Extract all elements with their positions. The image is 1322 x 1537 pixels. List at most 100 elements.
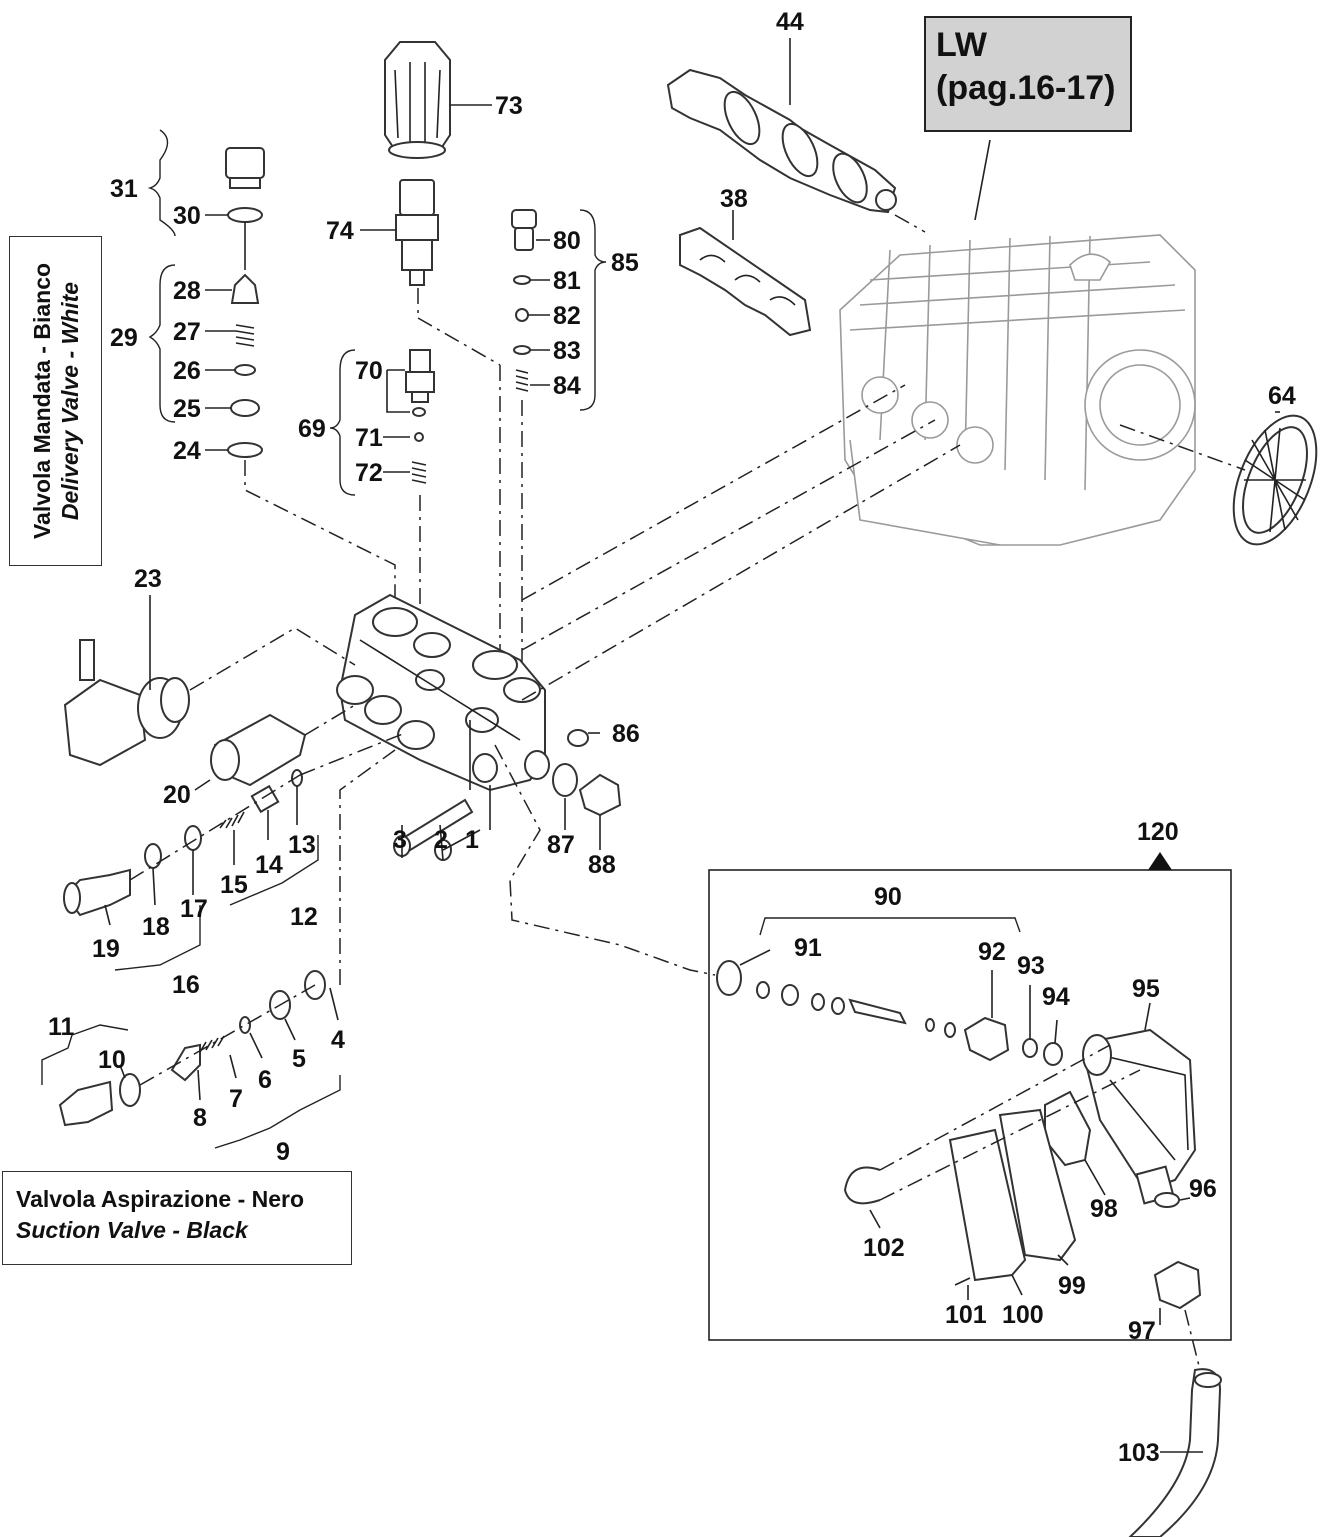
label-part-16: 16 <box>172 971 200 999</box>
washer-96 <box>1154 1192 1180 1208</box>
label-part-23: 23 <box>134 565 162 593</box>
bypass-housing-95 <box>1082 1028 1197 1205</box>
suction-valve-legend: Valvola Aspirazione - Nero Suction Valve… <box>2 1171 352 1265</box>
label-part-84: 84 <box>553 372 581 400</box>
label-part-31: 31 <box>110 175 138 203</box>
label-part-8: 8 <box>193 1104 207 1132</box>
label-part-15: 15 <box>220 871 248 899</box>
label-part-80: 80 <box>553 227 581 255</box>
o-ring-91 <box>716 960 742 996</box>
washer-1 <box>472 753 498 783</box>
rear-cover-part <box>1232 414 1318 546</box>
crankshaft-part <box>666 68 897 214</box>
label-part-26: 26 <box>173 357 201 385</box>
suction-valve-italian: Valvola Aspirazione - Nero <box>16 1186 305 1212</box>
fitting-20-part <box>210 713 307 787</box>
label-part-86: 86 <box>612 720 640 748</box>
regulator-valve-part <box>395 179 439 286</box>
o-ring-17 <box>184 825 202 851</box>
label-part-17: 17 <box>180 895 208 923</box>
handle-part <box>679 226 812 337</box>
label-part-5: 5 <box>292 1045 306 1073</box>
label-part-91: 91 <box>794 934 822 962</box>
label-part-81: 81 <box>553 267 581 295</box>
label-part-69: 69 <box>298 415 326 443</box>
label-part-24: 24 <box>173 437 201 465</box>
o-ring-18 <box>144 843 162 869</box>
label-part-25: 25 <box>173 395 201 423</box>
gasket-99 <box>998 1108 1077 1262</box>
label-part-95: 95 <box>1132 975 1160 1003</box>
bypass-stem-parts <box>756 981 956 1038</box>
label-part-74: 74 <box>326 217 354 245</box>
label-part-103: 103 <box>1118 1439 1160 1467</box>
label-part-70: 70 <box>355 357 383 385</box>
label-part-88: 88 <box>588 851 616 879</box>
label-part-96: 96 <box>1189 1175 1217 1203</box>
label-part-98: 98 <box>1090 1195 1118 1223</box>
label-part-7: 7 <box>229 1085 243 1113</box>
reference-pages: (pag.16-17) <box>936 69 1116 107</box>
cover-plate-100 <box>948 1128 1027 1282</box>
plug-86 <box>567 729 589 747</box>
label-part-30: 30 <box>173 202 201 230</box>
label-part-2: 2 <box>434 826 448 854</box>
label-part-11: 11 <box>48 1013 75 1041</box>
crankcase-reference-box: LW (pag.16-17) <box>924 16 1132 132</box>
label-part-71: 71 <box>355 424 383 452</box>
kit-120-frame <box>708 869 1232 1341</box>
o-ring-93 <box>1022 1038 1038 1058</box>
label-part-13: 13 <box>288 831 316 859</box>
kit-120-arrow <box>1148 852 1172 870</box>
spring-15 <box>219 811 245 829</box>
label-part-27: 27 <box>173 318 201 346</box>
clip-102 <box>843 1166 881 1205</box>
delivery-valve-italian: Valvola Mandata - Bianco <box>28 262 55 540</box>
label-part-12: 12 <box>290 903 318 931</box>
label-part-120: 120 <box>1137 818 1179 846</box>
label-part-100: 100 <box>1002 1301 1044 1329</box>
label-part-38: 38 <box>720 185 748 213</box>
valve-70-group <box>405 349 435 484</box>
screw-101 <box>954 1277 971 1286</box>
label-part-9: 9 <box>276 1138 290 1166</box>
delivery-valve-english: Delivery Valve - White <box>56 281 83 521</box>
pressure-switch-part <box>63 639 190 767</box>
label-part-64: 64 <box>1268 382 1296 410</box>
label-part-18: 18 <box>142 913 170 941</box>
label-part-90: 90 <box>874 883 902 911</box>
label-part-102: 102 <box>863 1234 905 1262</box>
label-part-72: 72 <box>355 459 383 487</box>
seat-14 <box>250 784 280 814</box>
label-part-6: 6 <box>258 1066 272 1094</box>
label-part-85: 85 <box>611 249 639 277</box>
o-ring-13 <box>291 769 303 787</box>
reference-model: LW <box>936 26 987 64</box>
label-part-82: 82 <box>553 302 581 330</box>
label-part-97: 97 <box>1128 1317 1156 1345</box>
bolt-3-part <box>393 798 474 857</box>
fitting-19-part <box>63 868 131 917</box>
label-part-73: 73 <box>495 92 523 120</box>
label-part-99: 99 <box>1058 1272 1086 1300</box>
o-ring-87 <box>552 763 578 797</box>
label-part-29: 29 <box>110 324 138 352</box>
label-part-3: 3 <box>393 826 407 854</box>
label-part-28: 28 <box>173 277 201 305</box>
delivery-valve-legend: Valvola Mandata - Bianco Delivery Valve … <box>9 236 102 566</box>
label-part-14: 14 <box>255 851 283 879</box>
label-part-10: 10 <box>98 1046 126 1074</box>
suction-valve-english: Suction Valve - Black <box>16 1217 248 1243</box>
label-part-20: 20 <box>163 781 191 809</box>
pump-manifold-part <box>336 593 550 792</box>
suction-valve-parts <box>58 970 326 1127</box>
bypass-body-92 <box>963 1016 1010 1062</box>
seal-94 <box>1043 1042 1063 1066</box>
label-part-92: 92 <box>978 938 1006 966</box>
regulator-knob-part <box>384 41 451 159</box>
label-part-1: 1 <box>465 826 479 854</box>
label-part-87: 87 <box>547 831 575 859</box>
plug-88 <box>578 773 622 817</box>
valve-80-group <box>511 209 537 392</box>
